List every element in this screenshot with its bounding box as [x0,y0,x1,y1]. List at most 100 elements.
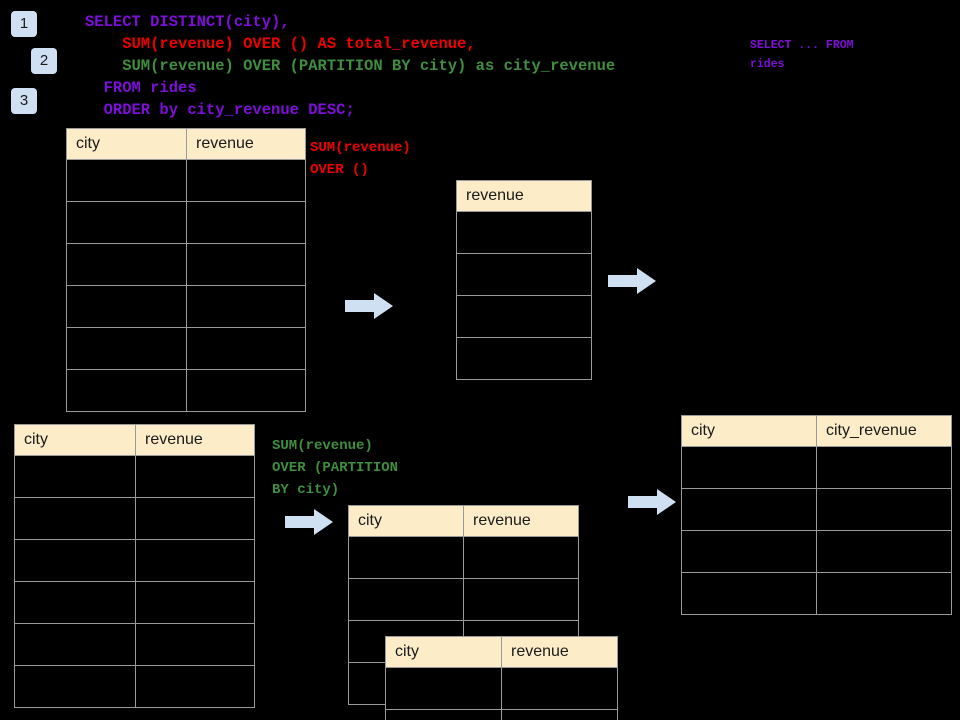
column-header-revenue: revenue [501,636,618,668]
table-row [456,211,592,254]
table-row [681,530,952,573]
annotation-over-partition: SUM(revenue) OVER (PARTITION BY city) [272,438,399,498]
table-cell [456,295,592,338]
table-cell [186,159,306,202]
table-row [66,369,306,412]
arrow-top-right-icon [608,266,656,296]
table-cell [186,285,306,328]
column-header-city: city [348,505,464,537]
table-cell [501,709,618,720]
table-cell [135,581,255,624]
annotation-over-empty: SUM(revenue) OVER () [310,140,411,178]
column-header-city_revenue: city_revenue [816,415,952,447]
table-row [681,488,952,531]
table-cell [816,572,952,615]
table-cell [186,369,306,412]
table-cell [186,327,306,370]
table-cell [135,665,255,708]
table-cell [463,536,579,579]
sql-line-5: ORDER by city_revenue DESC; [85,101,355,119]
table-cell [66,201,187,244]
select-from-rides-note: SELECT ... FROM rides [750,39,854,71]
sql-line-3: SUM(revenue) OVER (PARTITION BY city) as… [85,57,616,75]
column-header-revenue: revenue [463,505,579,537]
table-row [385,667,618,710]
column-header-revenue: revenue [456,180,592,212]
table-cell [681,446,817,489]
column-header-city: city [66,128,187,160]
column-header-city: city [385,636,502,668]
column-header-city: city [681,415,817,447]
table-row [456,337,592,380]
table-row [66,327,306,370]
sql-line-1: SELECT DISTINCT(city), [85,13,290,31]
table-cell [66,159,187,202]
table-cell [186,243,306,286]
table-cell [14,623,136,666]
table-cell [66,243,187,286]
table-cell [816,530,952,573]
table-cell [135,623,255,666]
sql-line-4: FROM rides [85,79,197,97]
table-row [385,709,618,720]
table-row [66,243,306,286]
table-row [14,623,255,666]
table-cell [456,211,592,254]
column-header-city: city [14,424,136,456]
table-cell [816,488,952,531]
table-row [348,536,579,579]
arrow-bottom-left-icon [285,507,333,537]
step-badge-1: 1 [11,11,37,37]
table-cell [135,539,255,582]
table-row [14,497,255,540]
table-cell [348,578,464,621]
table-total-revenue: revenue [456,180,592,380]
step-badge-2: 2 [31,48,57,74]
table-row [681,446,952,489]
table-cell [681,488,817,531]
table-row [14,581,255,624]
table-cell [501,667,618,710]
table-cell [186,201,306,244]
table-row [14,539,255,582]
table-cell [66,369,187,412]
column-header-revenue: revenue [135,424,255,456]
arrow-bottom-right-icon [628,487,676,517]
step-badge-3: 3 [11,88,37,114]
table-cell [681,530,817,573]
table-cell [14,665,136,708]
table-cell [135,455,255,498]
table-cell [14,497,136,540]
table-row [456,253,592,296]
table-cell [681,572,817,615]
table-cell [66,327,187,370]
table-cell [463,578,579,621]
table-cell [14,539,136,582]
table-cell [456,337,592,380]
arrow-top-left-icon [345,291,393,321]
table-row [66,285,306,328]
table-cell [385,667,502,710]
table-row [14,665,255,708]
table-cell [14,455,136,498]
table-cell [456,253,592,296]
table-row [66,159,306,202]
table-cell [348,536,464,579]
table-row [66,201,306,244]
column-header-revenue: revenue [186,128,306,160]
table-cell [816,446,952,489]
table-cell [14,581,136,624]
table-row [456,295,592,338]
table-row [681,572,952,615]
table-header-row: revenue [456,180,592,212]
table-cell [385,709,502,720]
